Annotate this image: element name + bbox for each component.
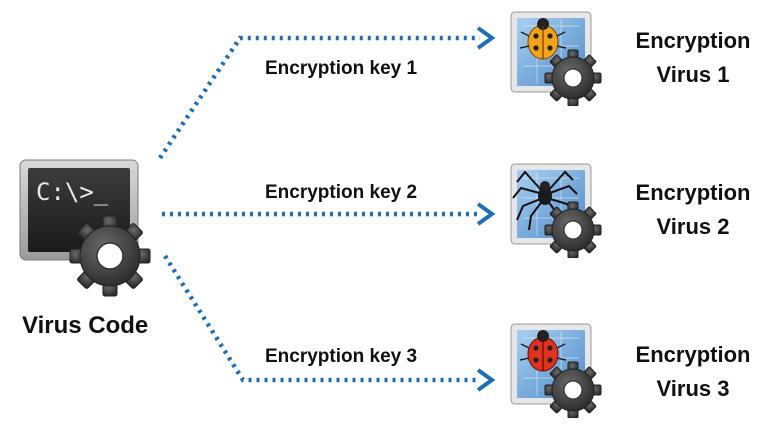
arrow-branch-1 xyxy=(158,35,480,160)
virus-2-icon xyxy=(510,163,602,258)
virus-3-title-line2: Virus 3 xyxy=(656,376,730,401)
arrow-branch-3 xyxy=(163,254,480,383)
encryption-key-3-label: Encryption key 3 xyxy=(265,346,418,367)
terminal-prompt: C:\>_ xyxy=(36,178,109,206)
terminal-gear-icon: C:\>_ xyxy=(19,159,151,297)
virus-1-title-line1: Encryption xyxy=(635,28,751,53)
source-label: Virus Code xyxy=(22,312,149,339)
virus-2-title-line2: Virus 2 xyxy=(656,214,730,239)
virus-3-title-line1: Encryption xyxy=(635,342,751,367)
encryption-key-2-label: Encryption key 2 xyxy=(265,182,418,203)
virus-1-title-line2: Virus 1 xyxy=(656,62,730,87)
virus-1-icon xyxy=(510,11,602,106)
encryption-virus-2-label: Encryption Virus 2 xyxy=(618,176,768,244)
encryption-virus-1-label: Encryption Virus 1 xyxy=(618,24,768,92)
encryption-key-1-label: Encryption key 1 xyxy=(265,58,418,79)
virus-3-icon xyxy=(510,323,602,418)
virus-2-title-line1: Encryption xyxy=(635,180,751,205)
encryption-virus-3-label: Encryption Virus 3 xyxy=(618,338,768,406)
